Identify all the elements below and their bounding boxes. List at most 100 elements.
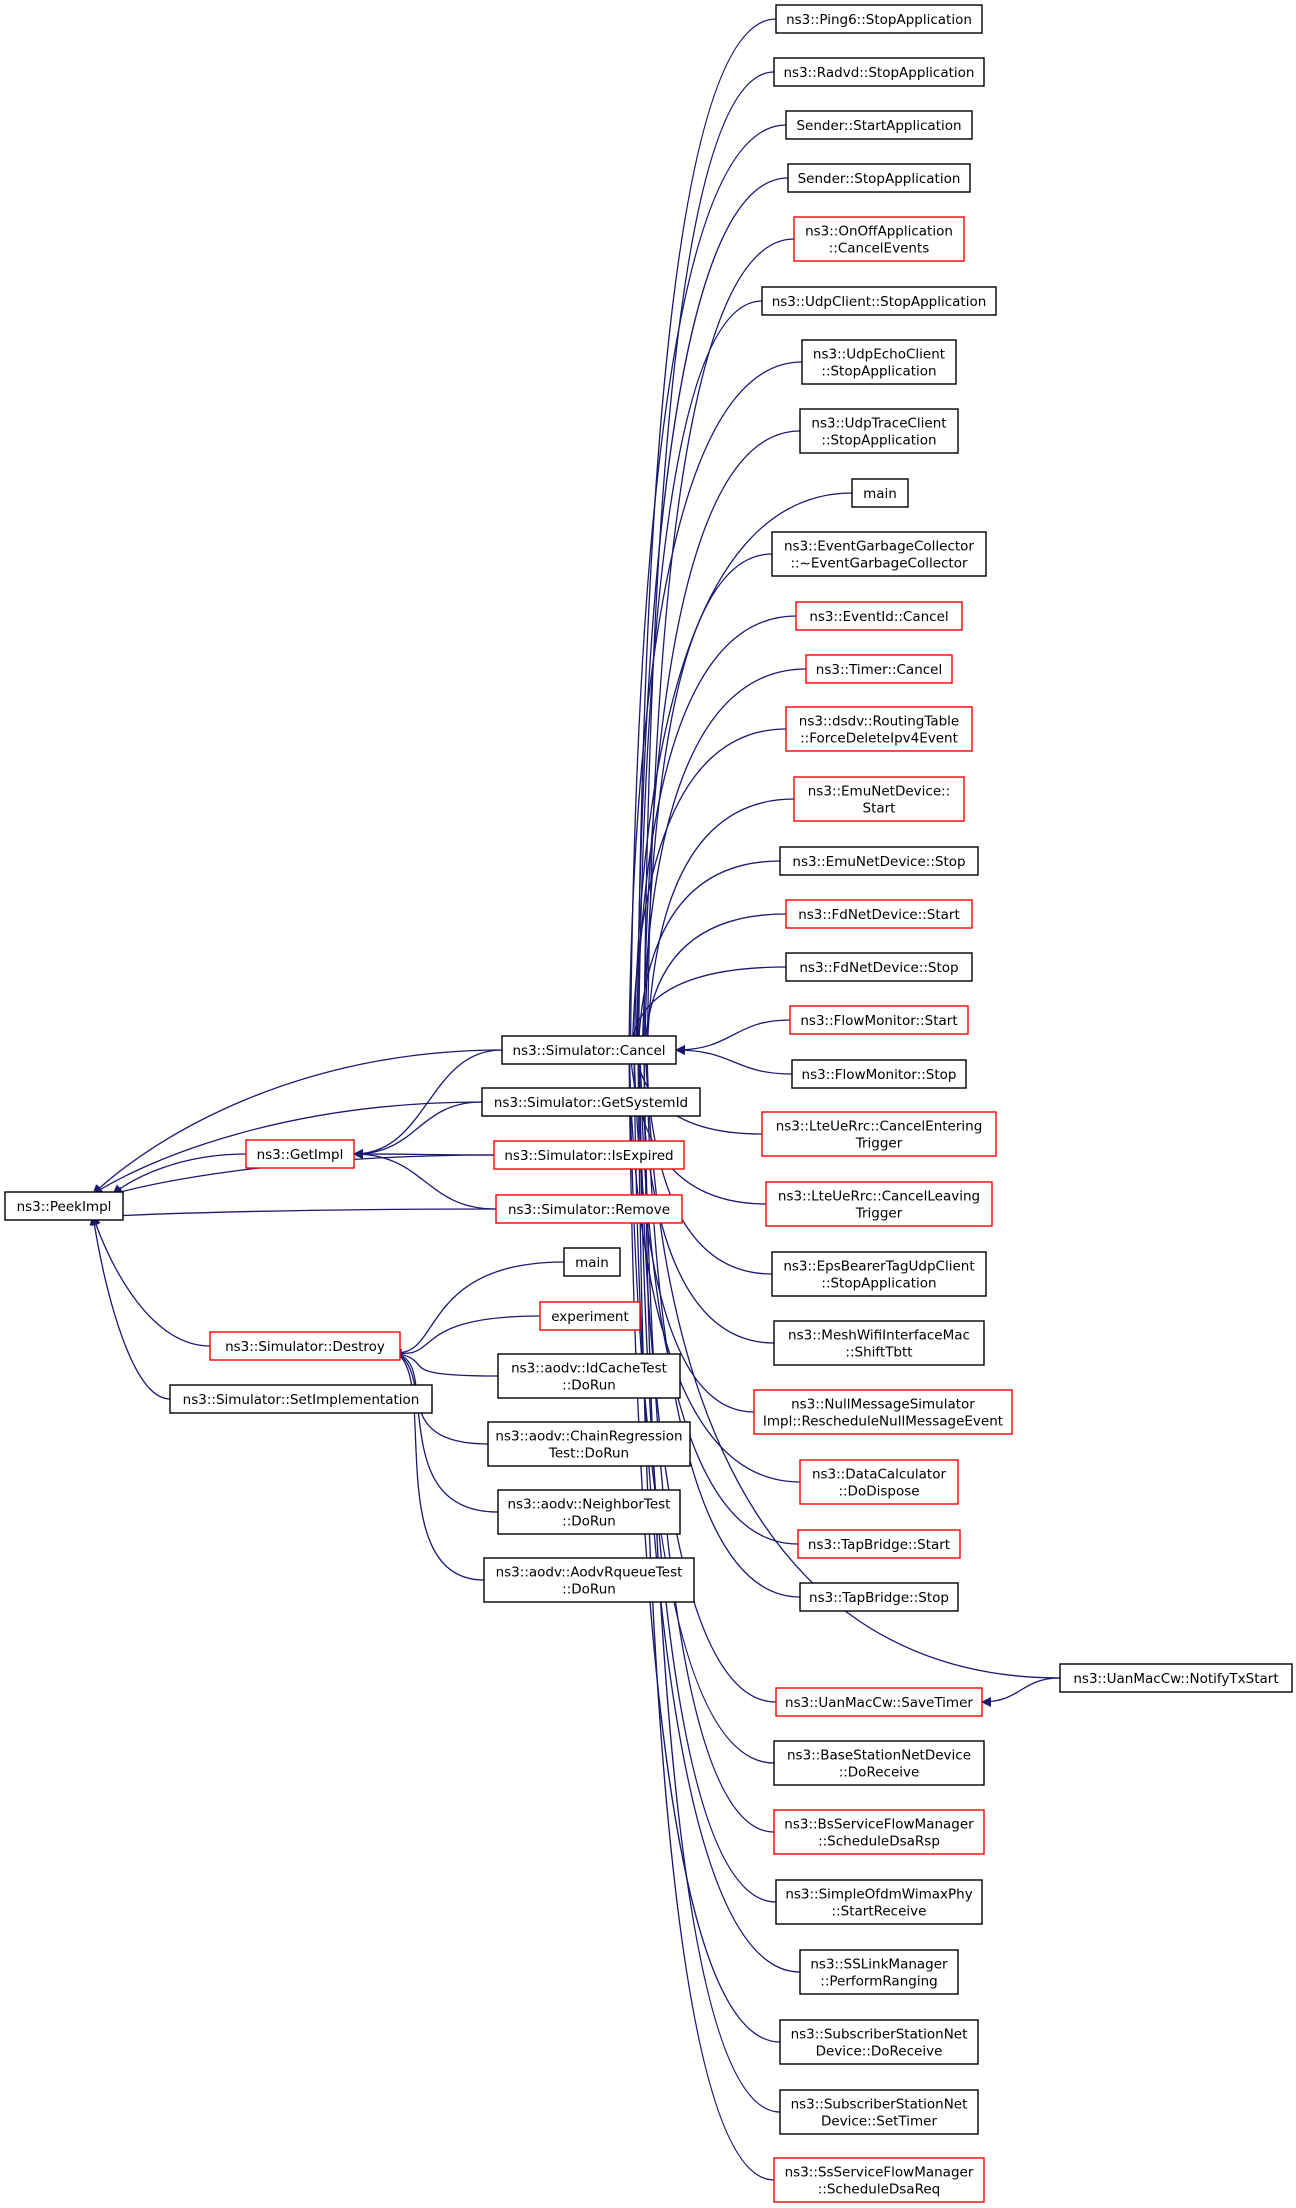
graph-node-eventid[interactable]: ns3::EventId::Cancel [795, 601, 963, 631]
graph-node-ssflow[interactable]: ns3::SsServiceFlowManager::ScheduleDsaRe… [773, 2157, 985, 2203]
edge-ssnettimer-to-cancel [639, 1045, 781, 2113]
edge-line [391, 1348, 499, 1513]
graph-node-uannotify[interactable]: ns3::UanMacCw::NotifyTxStart [1059, 1663, 1293, 1693]
nodes-layer: ns3::PeekImplns3::GetImplns3::Simulator:… [4, 4, 1293, 2203]
graph-node-experiment[interactable]: experiment [539, 1301, 641, 1331]
graph-node-udpecho[interactable]: ns3::UdpEchoClient::StopApplication [801, 339, 957, 385]
node-box [785, 706, 973, 752]
graph-node-timer[interactable]: ns3::Timer::Cancel [805, 654, 953, 684]
node-label: ns3::FdNetDevice::Stop [799, 960, 958, 976]
node-label: ns3::EventGarbageCollector [784, 539, 974, 555]
graph-node-onoff[interactable]: ns3::OnOffApplication::CancelEvents [793, 216, 965, 262]
node-box [775, 1879, 983, 1925]
edge-ssflow-to-cancel [633, 1045, 775, 2181]
edge-line [391, 1348, 485, 1581]
node-label: ns3::dsdv::RoutingTable [799, 714, 959, 730]
graph-node-neighbor[interactable]: ns3::aodv::NeighborTest::DoRun [497, 1489, 681, 1535]
graph-node-senderstart[interactable]: Sender::StartApplication [785, 110, 973, 140]
edge-main-c-to-cancel [629, 492, 853, 1047]
edge-line [631, 615, 797, 1047]
graph-node-udpclient[interactable]: ns3::UdpClient::StopApplication [761, 286, 997, 316]
node-box [797, 1529, 961, 1559]
node-label: Device::SetTimer [821, 2114, 937, 2130]
edge-uannotify-to-cancel [642, 1045, 1061, 1679]
graph-node-fdstart[interactable]: ns3::FdNetDevice::Start [785, 899, 973, 929]
edge-senderstop-to-cancel [632, 177, 789, 1047]
graph-node-evgc[interactable]: ns3::EventGarbageCollector::~EventGarbag… [771, 531, 987, 577]
edge-line [634, 1045, 777, 1903]
graph-node-bsflow[interactable]: ns3::BsServiceFlowManager::ScheduleDsaRs… [773, 1809, 985, 1855]
graph-node-radvd[interactable]: ns3::Radvd::StopApplication [773, 57, 985, 87]
node-label: ns3::Simulator::IsExpired [504, 1148, 673, 1164]
edge-main-d-to-destroy [391, 1261, 565, 1359]
node-label: ns3::FlowMonitor::Stop [802, 1067, 957, 1083]
graph-node-ofdm[interactable]: ns3::SimpleOfdmWimaxPhy::StartReceive [775, 1879, 983, 1925]
graph-node-epsbearer[interactable]: ns3::EpsBearerTagUdpClient::StopApplicat… [771, 1251, 987, 1297]
graph-node-emustop[interactable]: ns3::EmuNetDevice::Stop [779, 846, 979, 876]
edge-line [640, 913, 787, 1047]
node-box [799, 1949, 959, 1995]
edge-timer-to-cancel [637, 668, 807, 1047]
graph-node-udptrace[interactable]: ns3::UdpTraceClient::StopApplication [799, 408, 959, 454]
node-label: ::DoDispose [838, 1484, 919, 1500]
graph-node-destroy[interactable]: ns3::Simulator::Destroy [209, 1331, 401, 1361]
graph-node-ssnettimer[interactable]: ns3::SubscriberStationNetDevice::SetTime… [779, 2089, 979, 2135]
edge-uannotify-to-uansave [981, 1677, 1061, 1707]
graph-node-peekimpl[interactable]: ns3::PeekImpl [4, 1191, 124, 1221]
edge-line [633, 1045, 775, 2181]
graph-node-isexpired[interactable]: ns3::Simulator::IsExpired [493, 1140, 685, 1170]
node-label: ns3::LteUeRrc::CancelEntering [776, 1119, 983, 1135]
edge-emustop-to-cancel [633, 860, 781, 1047]
edge-line [639, 71, 775, 1047]
node-box [765, 1181, 993, 1227]
graph-node-rqueue[interactable]: ns3::aodv::AodvRqueueTest::DoRun [483, 1557, 695, 1603]
graph-node-bsnet[interactable]: ns3::BaseStationNetDevice::DoReceive [773, 1740, 985, 1786]
graph-node-senderstop[interactable]: Sender::StopApplication [787, 163, 971, 193]
graph-node-main-c[interactable]: main [851, 478, 909, 508]
edge-neighbor-to-destroy [391, 1348, 499, 1513]
graph-node-remove[interactable]: ns3::Simulator::Remove [495, 1194, 683, 1224]
graph-node-nullmsg[interactable]: ns3::NullMessageSimulatorImpl::Reschedul… [753, 1389, 1013, 1435]
node-label: ns3::UdpClient::StopApplication [772, 294, 987, 310]
edge-getimpl-to-peekimpl [112, 1153, 247, 1195]
graph-node-uansave[interactable]: ns3::UanMacCw::SaveTimer [775, 1687, 983, 1717]
node-box [793, 216, 965, 262]
graph-node-sslink[interactable]: ns3::SSLinkManager::PerformRanging [799, 1949, 959, 1995]
graph-node-idcache[interactable]: ns3::aodv::IdCacheTest::DoRun [497, 1353, 681, 1399]
graph-node-datacalc[interactable]: ns3::DataCalculator::DoDispose [799, 1459, 959, 1505]
node-label: ::StopApplication [821, 1276, 936, 1292]
node-label: ::~EventGarbageCollector [790, 556, 968, 572]
node-box [245, 1139, 355, 1169]
graph-node-ssnetrecv[interactable]: ns3::SubscriberStationNetDevice::DoRecei… [779, 2019, 979, 2065]
graph-node-getsystemid[interactable]: ns3::Simulator::GetSystemId [481, 1087, 701, 1117]
graph-node-cancel[interactable]: ns3::Simulator::Cancel [501, 1035, 677, 1065]
graph-node-fmstart[interactable]: ns3::FlowMonitor::Start [789, 1005, 969, 1035]
node-box [487, 1421, 691, 1467]
edge-dsdv-to-cancel [627, 728, 787, 1047]
graph-node-emustart[interactable]: ns3::EmuNetDevice::Start [793, 776, 965, 822]
edge-line [353, 1149, 497, 1210]
node-label: ::StopApplication [821, 433, 936, 449]
graph-node-setimpl[interactable]: ns3::Simulator::SetImplementation [169, 1384, 433, 1414]
graph-node-main-d[interactable]: main [563, 1247, 621, 1277]
edge-radvd-to-cancel [639, 71, 775, 1047]
node-label: Test::DoRun [548, 1446, 629, 1462]
graph-node-tapstart[interactable]: ns3::TapBridge::Start [797, 1529, 961, 1559]
graph-node-dsdv[interactable]: ns3::dsdv::RoutingTable::ForceDeleteIpv4… [785, 706, 973, 752]
edge-line [391, 1261, 565, 1359]
edge-line [112, 1208, 497, 1221]
graph-node-fdstop[interactable]: ns3::FdNetDevice::Stop [785, 952, 973, 982]
node-box [779, 846, 979, 876]
edge-remove-to-peekimpl [112, 1208, 497, 1221]
graph-node-fmstop[interactable]: ns3::FlowMonitor::Stop [791, 1059, 967, 1089]
graph-node-ping6[interactable]: ns3::Ping6::StopApplication [775, 4, 983, 34]
graph-node-meshwifi[interactable]: ns3::MeshWifiInterfaceMac::ShiftTbtt [773, 1320, 985, 1366]
node-label: ::ForceDeleteIpv4Event [800, 731, 958, 747]
graph-node-tapstop[interactable]: ns3::TapBridge::Stop [799, 1582, 959, 1612]
node-label: ns3::Simulator::Cancel [512, 1043, 665, 1059]
graph-node-getimpl[interactable]: ns3::GetImpl [245, 1139, 355, 1169]
